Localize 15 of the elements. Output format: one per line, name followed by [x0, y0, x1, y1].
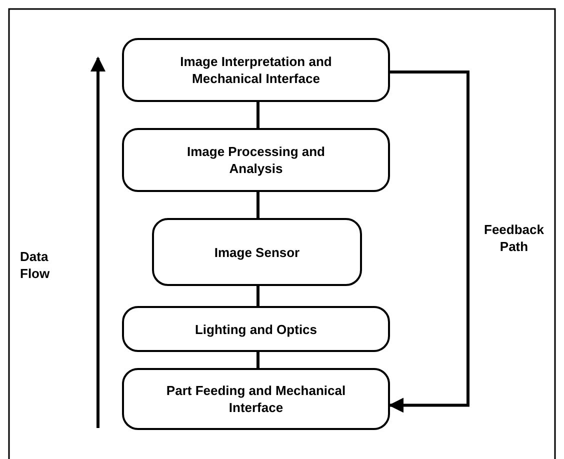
process-box [122, 38, 390, 102]
process-box [122, 128, 390, 192]
box-label: Image Interpretation and Mechanical Interface [179, 53, 333, 87]
connector-line [256, 102, 260, 128]
box-label: Image Sensor [213, 244, 301, 260]
box-label: Lighting and Optics [194, 320, 318, 338]
process-box [152, 218, 362, 286]
connector-line [256, 352, 260, 368]
box-label: Part Feeding and Mechanical Interface [166, 382, 346, 416]
process-box [122, 306, 390, 352]
connector-line [256, 286, 260, 306]
arrow [388, 70, 470, 413]
box-label: Image Processing and Analysis [186, 143, 326, 177]
connector-line [256, 192, 260, 218]
process-box [122, 368, 390, 430]
